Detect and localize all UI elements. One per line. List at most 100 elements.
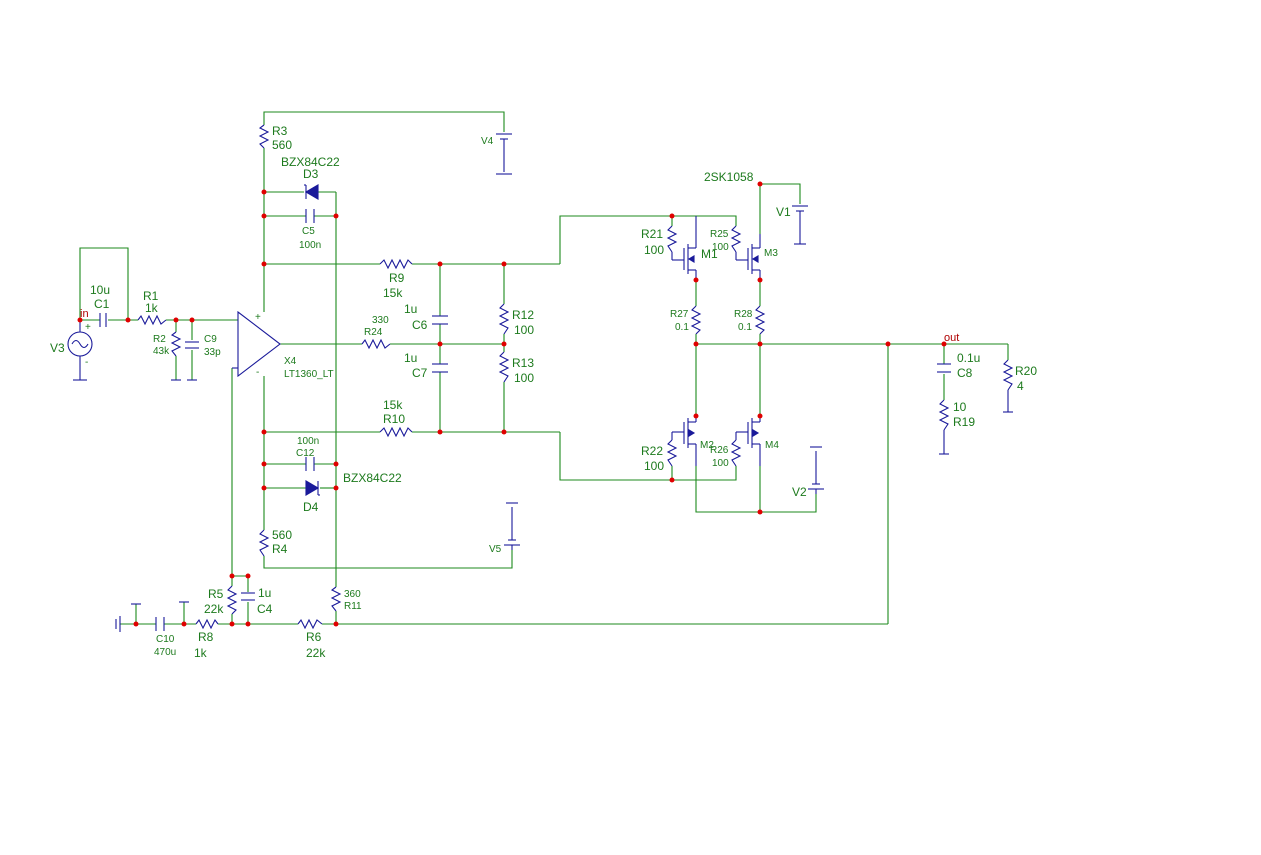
v4-battery-symbol	[496, 133, 512, 175]
c6-capacitor-symbol	[432, 315, 448, 325]
m4-mosfet-symbol	[747, 416, 761, 466]
r19-value: 10	[953, 400, 967, 414]
r27-resistor-symbol	[690, 305, 702, 335]
r22-resistor-symbol	[666, 439, 678, 467]
r11-value: 360	[344, 589, 361, 600]
c8-ref: C8	[957, 366, 973, 380]
r21-value: 100	[644, 243, 664, 257]
r2-value: 43k	[153, 346, 170, 357]
c5-ref: C5	[302, 226, 315, 237]
m3-ref: M3	[764, 248, 778, 259]
r25-ref: R25	[710, 229, 729, 240]
r6-resistor-symbol	[297, 618, 323, 630]
r1-resistor-symbol	[137, 314, 167, 326]
r2-resistor-symbol	[170, 331, 182, 357]
r28-value: 0.1	[738, 322, 752, 333]
c8-value: 0.1u	[957, 351, 980, 365]
r3-ref: R3	[272, 124, 288, 138]
r22-ref: R22	[641, 444, 663, 458]
c12-capacitor-symbol	[305, 457, 315, 471]
r24-value: 330	[372, 315, 389, 326]
r27-ref: R27	[670, 309, 689, 320]
m2-ref: M2	[700, 440, 714, 451]
m2-mosfet-symbol	[683, 416, 697, 466]
c12-ref: C12	[296, 448, 315, 459]
m1-mosfet-symbol	[683, 216, 697, 280]
net-label-out: out	[944, 332, 959, 344]
r11-resistor-symbol	[330, 586, 342, 612]
r25-resistor-symbol	[730, 225, 742, 253]
v4-ref: V4	[481, 136, 494, 147]
v1-battery-symbol	[792, 205, 808, 244]
c10-ref: C10	[156, 634, 175, 645]
x4-value: LT1360_LT	[284, 369, 334, 380]
c10-value: 470u	[154, 647, 176, 658]
m1-ref: M1	[701, 247, 718, 261]
x4-plus: +	[255, 312, 261, 323]
v3-ref: V3	[50, 341, 65, 355]
r3-value: 560	[272, 138, 292, 152]
c1-value: 10u	[90, 283, 110, 297]
c10-capacitor-symbol	[155, 617, 165, 631]
r9-ref: R9	[389, 271, 405, 285]
r8-value: 1k	[194, 646, 208, 660]
c8-capacitor-symbol	[937, 363, 951, 373]
r12-value: 100	[514, 323, 534, 337]
r28-ref: R28	[734, 309, 753, 320]
wires	[79, 111, 1009, 625]
d3-value: BZX84C22	[281, 155, 340, 169]
r27-value: 0.1	[675, 322, 689, 333]
d4-ref: D4	[303, 500, 319, 514]
r6-ref: R6	[306, 630, 322, 644]
c7-value: 1u	[404, 351, 417, 365]
d3-zener-symbol	[304, 184, 319, 200]
r26-ref: R26	[710, 445, 729, 456]
r5-ref: R5	[208, 587, 224, 601]
r19-resistor-symbol	[938, 399, 950, 431]
v2-battery-symbol	[808, 446, 824, 494]
c5-capacitor-symbol	[305, 209, 315, 223]
r24-resistor-symbol	[361, 338, 391, 350]
r19-ref: R19	[953, 415, 975, 429]
r1-ref: R1	[143, 289, 159, 303]
net-label-in: in	[80, 308, 89, 320]
v5-battery-symbol	[504, 502, 520, 550]
x4-opamp-symbol	[232, 310, 281, 378]
r20-resistor-symbol	[1002, 359, 1014, 391]
c1-ref: C1	[94, 297, 110, 311]
r9-value: 15k	[383, 286, 403, 300]
r26-resistor-symbol	[730, 439, 742, 467]
m4-ref: M4	[765, 440, 779, 451]
r4-ref: R4	[272, 542, 288, 556]
v1-ref: V1	[776, 205, 791, 219]
r20-ref: R20	[1015, 364, 1037, 378]
c9-ref: C9	[204, 334, 217, 345]
c4-ref: C4	[257, 602, 273, 616]
r1-value: 1k	[145, 301, 159, 315]
c7-ref: C7	[412, 366, 428, 380]
r2-ref: R2	[153, 334, 166, 345]
r4-value: 560	[272, 528, 292, 542]
r10-ref: R10	[383, 412, 405, 426]
v5-ref: V5	[489, 544, 502, 555]
c12-value: 100n	[297, 436, 319, 447]
r13-ref: R13	[512, 356, 534, 370]
v3-minus: -	[85, 357, 88, 368]
r11-ref: R11	[344, 601, 362, 612]
r8-resistor-symbol	[195, 618, 219, 630]
v2-ref: V2	[792, 485, 807, 499]
r22-value: 100	[644, 459, 664, 473]
r10-value: 15k	[383, 398, 403, 412]
x4-minus: -	[256, 367, 259, 378]
r9-resistor-symbol	[379, 258, 413, 270]
c6-value: 1u	[404, 302, 417, 316]
r10-resistor-symbol	[379, 426, 413, 438]
c4-value: 1u	[258, 586, 271, 600]
c4-capacitor-symbol	[241, 592, 255, 601]
c1-capacitor-symbol	[99, 313, 107, 327]
v3-plus: +	[85, 322, 91, 333]
r13-value: 100	[514, 371, 534, 385]
r25-value: 100	[712, 242, 729, 253]
c9-capacitor-symbol	[185, 341, 199, 381]
